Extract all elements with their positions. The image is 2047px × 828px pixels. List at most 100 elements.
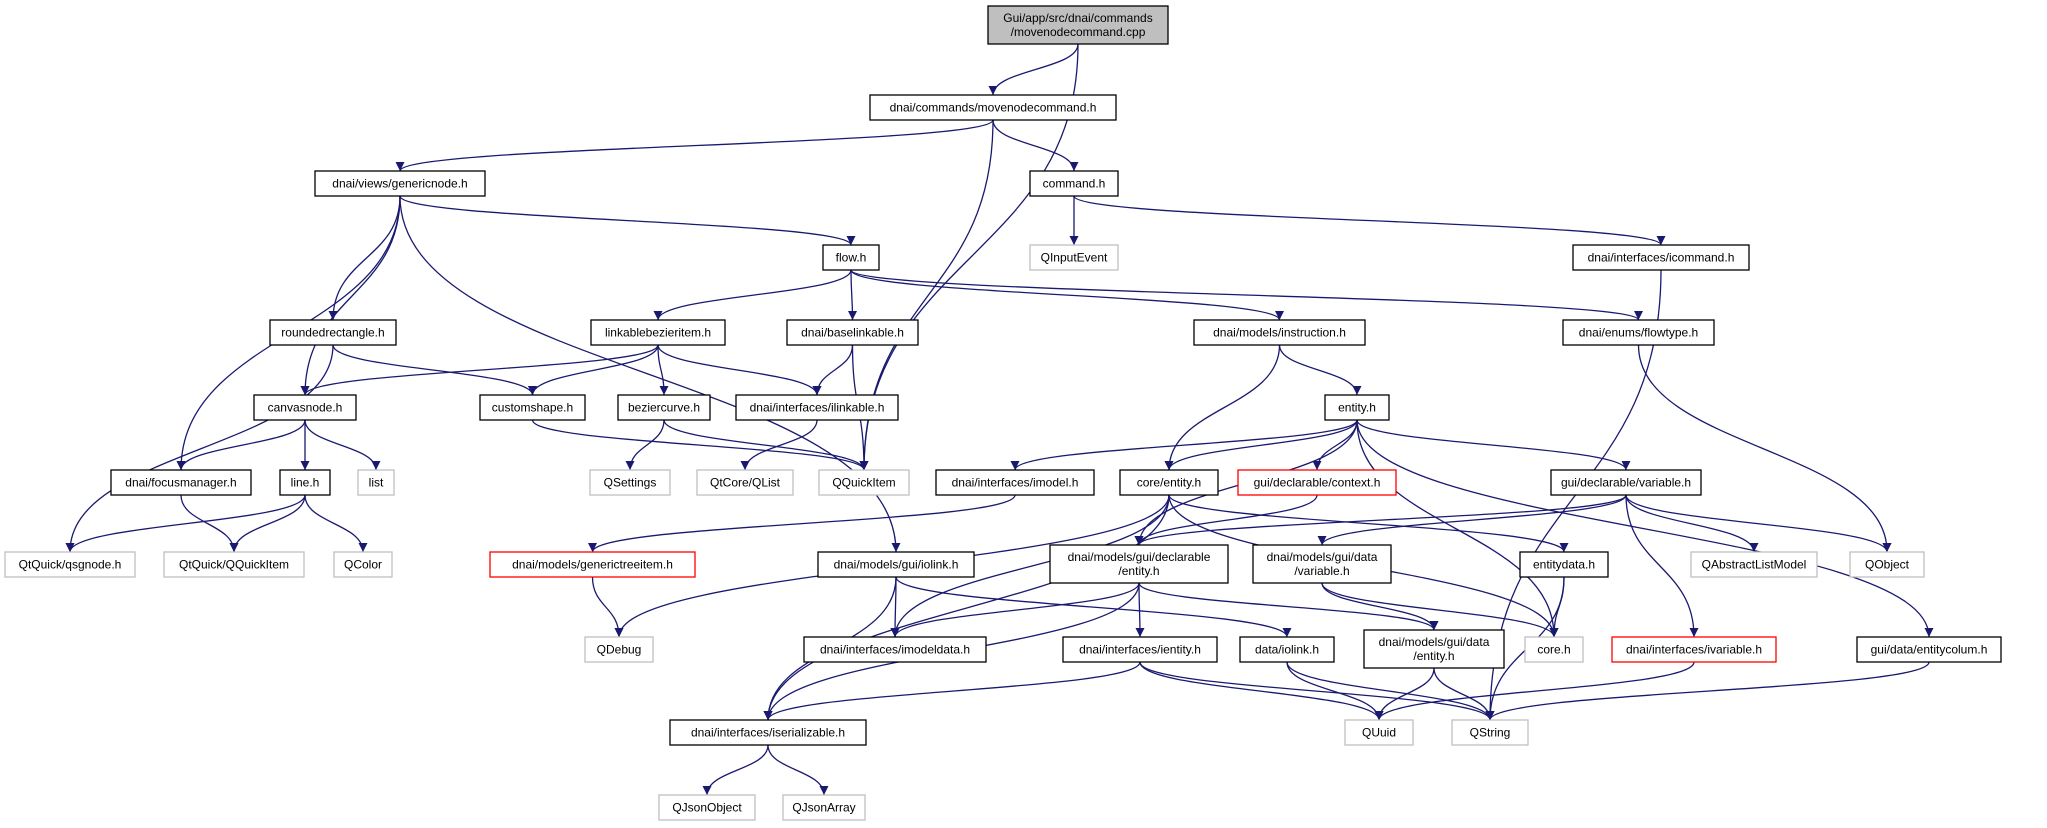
node-context-h-label: gui/declarable/context.h (1254, 476, 1381, 490)
node-ientity-h-box[interactable] (1062, 636, 1218, 663)
node-core-entity-h[interactable]: core/entity.h (1119, 469, 1219, 496)
node-linkablebezieritem-h[interactable]: linkablebezieritem.h (590, 319, 726, 346)
node-root-movenodecommand-cpp-box[interactable] (987, 5, 1169, 45)
node-root-movenodecommand-cpp[interactable]: Gui/app/src/dnai/commands/movenodecomman… (987, 5, 1169, 45)
node-qjsonobject-label: QJsonObject (672, 801, 742, 815)
node-gui-data-variable-h-label: dnai/models/gui/data (1267, 550, 1378, 564)
node-beziercurve-h[interactable]: beziercurve.h (617, 394, 711, 421)
node-entitycolum-h[interactable]: gui/data/entitycolum.h (1856, 636, 2002, 663)
node-line-h-box[interactable] (279, 469, 331, 496)
node-entitydata-h-box[interactable] (1519, 551, 1609, 578)
node-context-h-box[interactable] (1237, 469, 1397, 496)
node-imodeldata-h-box[interactable] (803, 636, 987, 663)
node-roundedrectangle-h-box[interactable] (269, 319, 397, 346)
edge-instruction-h-to-entity-h (1278, 344, 1362, 396)
node-qobject-label: QObject (1865, 558, 1910, 572)
edge-canvasnode-h-to-focusmanager-h (176, 419, 306, 471)
edge-line-h-to-qtquick-qquickitem (229, 494, 306, 553)
node-gui-data-entity-h[interactable]: dnai/models/gui/data/entity.h (1363, 629, 1505, 669)
node-qsettings-label: QSettings (604, 476, 657, 490)
node-imodeldata-h[interactable]: dnai/interfaces/imodeldata.h (803, 636, 987, 663)
edge-flow-h-to-flowtype-h (850, 269, 1643, 321)
node-customshape-h-box[interactable] (479, 394, 586, 421)
node-context-h[interactable]: gui/declarable/context.h (1237, 469, 1397, 496)
node-imodel-h[interactable]: dnai/interfaces/imodel.h (935, 469, 1095, 496)
node-list: list (357, 469, 395, 496)
node-genericnode-h[interactable]: dnai/views/genericnode.h (314, 170, 486, 197)
edge-imodel-h-to-generictreeitem-h (588, 494, 1016, 553)
node-ientity-h[interactable]: dnai/interfaces/ientity.h (1062, 636, 1218, 663)
node-icommand-h[interactable]: dnai/interfaces/icommand.h (1572, 244, 1750, 271)
node-roundedrectangle-h-label: roundedrectangle.h (281, 326, 384, 340)
node-roundedrectangle-h[interactable]: roundedrectangle.h (269, 319, 397, 346)
node-baselinkable-h-box[interactable] (786, 319, 919, 346)
edge-movenodecommand-h-to-command-h (992, 119, 1079, 172)
node-ivariable-h-box[interactable] (1611, 636, 1777, 663)
node-gui-data-variable-h[interactable]: dnai/models/gui/data/variable.h (1252, 544, 1392, 584)
node-canvasnode-h-label: canvasnode.h (268, 401, 343, 415)
node-movenodecommand-h[interactable]: dnai/commands/movenodecommand.h (869, 94, 1117, 121)
node-flow-h[interactable]: flow.h (822, 244, 880, 271)
node-models-gui-iolink-h-box[interactable] (817, 551, 975, 578)
node-qquickitem-label: QQuickItem (832, 476, 895, 490)
node-core-entity-h-box[interactable] (1119, 469, 1219, 496)
node-focusmanager-h[interactable]: dnai/focusmanager.h (110, 469, 252, 496)
edge-root-movenodecommand-cpp-to-qquickitem (859, 43, 1079, 471)
node-data-iolink-h[interactable]: data/iolink.h (1239, 636, 1335, 663)
edge-gui-declarable-entity-h-to-ientity-h (1135, 582, 1145, 638)
node-flow-h-label: flow.h (836, 251, 867, 265)
node-entitycolum-h-box[interactable] (1856, 636, 2002, 663)
edge-line-h-to-qcolor (304, 494, 368, 553)
node-data-iolink-h-box[interactable] (1239, 636, 1335, 663)
node-iserializable-h-label: dnai/interfaces/iserializable.h (691, 726, 845, 740)
node-gui-data-variable-h-box[interactable] (1252, 544, 1392, 584)
node-gui-declarable-variable-h-box[interactable] (1550, 469, 1702, 496)
node-ivariable-h[interactable]: dnai/interfaces/ivariable.h (1611, 636, 1777, 663)
node-entitydata-h[interactable]: entitydata.h (1519, 551, 1609, 578)
node-command-h[interactable]: command.h (1029, 170, 1119, 197)
edge-movenodecommand-h-to-genericnode-h (395, 119, 994, 172)
node-qjsonarray: QJsonArray (782, 794, 866, 821)
node-ilinkable-h-box[interactable] (735, 394, 899, 421)
node-focusmanager-h-box[interactable] (110, 469, 252, 496)
node-imodel-h-box[interactable] (935, 469, 1095, 496)
node-quuid: QUuid (1344, 719, 1414, 746)
node-iserializable-h[interactable]: dnai/interfaces/iserializable.h (669, 719, 867, 746)
node-gui-declarable-variable-h[interactable]: gui/declarable/variable.h (1550, 469, 1702, 496)
node-gui-declarable-entity-h-box[interactable] (1049, 544, 1229, 584)
node-flow-h-box[interactable] (822, 244, 880, 271)
node-beziercurve-h-box[interactable] (617, 394, 711, 421)
node-linkablebezieritem-h-box[interactable] (590, 319, 726, 346)
node-movenodecommand-h-box[interactable] (869, 94, 1117, 121)
node-generictreeitem-h[interactable]: dnai/models/generictreeitem.h (489, 551, 696, 578)
node-canvasnode-h-box[interactable] (253, 394, 357, 421)
node-customshape-h[interactable]: customshape.h (479, 394, 586, 421)
node-generictreeitem-h-box[interactable] (489, 551, 696, 578)
node-gui-data-entity-h-box[interactable] (1363, 629, 1505, 669)
node-genericnode-h-box[interactable] (314, 170, 486, 197)
edges-layer (65, 43, 1934, 796)
node-flowtype-h-box[interactable] (1562, 319, 1715, 346)
node-iserializable-h-box[interactable] (669, 719, 867, 746)
node-baselinkable-h[interactable]: dnai/baselinkable.h (786, 319, 919, 346)
node-line-h[interactable]: line.h (279, 469, 331, 496)
node-qobject: QObject (1849, 551, 1925, 578)
edge-context-h-to-gui-declarable-entity-h (1134, 494, 1318, 546)
node-qcolor-box (333, 551, 393, 578)
node-ilinkable-h[interactable]: dnai/interfaces/ilinkable.h (735, 394, 899, 421)
node-icommand-h-box[interactable] (1572, 244, 1750, 271)
node-gui-declarable-entity-h[interactable]: dnai/models/gui/declarable/entity.h (1049, 544, 1229, 584)
node-canvasnode-h[interactable]: canvasnode.h (253, 394, 357, 421)
node-instruction-h-box[interactable] (1193, 319, 1366, 346)
node-entity-h-box[interactable] (1324, 394, 1390, 421)
node-flowtype-h[interactable]: dnai/enums/flowtype.h (1562, 319, 1715, 346)
node-models-gui-iolink-h[interactable]: dnai/models/gui/iolink.h (817, 551, 975, 578)
node-qobject-box (1849, 551, 1925, 578)
node-entity-h[interactable]: entity.h (1324, 394, 1390, 421)
node-icommand-h-label: dnai/interfaces/icommand.h (1588, 251, 1735, 265)
node-command-h-label: command.h (1043, 177, 1106, 191)
node-instruction-h[interactable]: dnai/models/instruction.h (1193, 319, 1366, 346)
node-command-h-box[interactable] (1029, 170, 1119, 197)
edge-flow-h-to-linkablebezieritem-h (653, 269, 852, 321)
